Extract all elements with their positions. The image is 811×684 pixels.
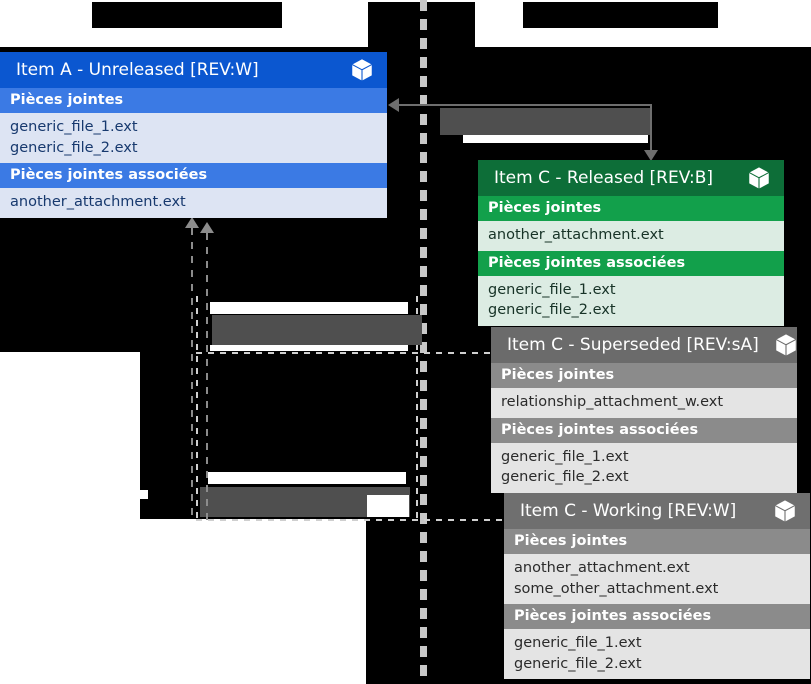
connector-arrowhead-item-c-released	[644, 150, 658, 161]
relation-arrowhead-2	[200, 222, 214, 233]
section-body-related-attachments: generic_file_1.ext generic_file_2.ext	[478, 275, 784, 326]
section-body-attachments: another_attachment.ext some_other_attach…	[504, 554, 810, 605]
section-body-related-attachments: generic_file_1.ext generic_file_2.ext	[504, 629, 810, 680]
card-item-a-unreleased[interactable]: Item A - Unreleased [REV:W] Pièces joint…	[0, 52, 387, 218]
group-boundary-right	[416, 296, 418, 520]
card-title-bar: Item C - Working [REV:W]	[504, 493, 810, 529]
section-header-related-attachments: Pièces jointes associées	[491, 417, 797, 443]
connector-arrowhead-item-a	[388, 98, 399, 112]
swimlane-divider-vertical	[420, 0, 427, 684]
redaction-band-upper	[0, 47, 811, 57]
section-header-attachments: Pièces jointes	[504, 529, 810, 554]
section-body-related-attachments: another_attachment.ext	[0, 188, 387, 218]
redacted-value-source	[440, 108, 652, 135]
relation-arrowhead-1	[185, 217, 199, 228]
background-gap-b	[475, 0, 523, 28]
background-gap-a	[282, 0, 368, 28]
card-title-text: Item A - Unreleased [REV:W]	[16, 60, 259, 80]
background-gap-e	[0, 0, 92, 47]
section-header-related-attachments: Pièces jointes associées	[0, 163, 387, 189]
section-header-attachments: Pièces jointes	[491, 363, 797, 388]
box-3d-icon	[773, 332, 797, 358]
background-gap-c	[718, 0, 811, 47]
background-gap-d	[617, 28, 718, 47]
relation-line-2	[206, 233, 208, 523]
box-3d-icon	[746, 165, 772, 191]
card-item-c-working[interactable]: Item C - Working [REV:W] Pièces jointes …	[504, 493, 810, 680]
group-divider-lower	[196, 519, 716, 521]
value-notch-lower	[367, 495, 409, 517]
section-header-attachments: Pièces jointes	[0, 88, 387, 113]
connector-to-item-c-released	[650, 104, 652, 152]
card-title-bar: Item A - Unreleased [REV:W]	[0, 52, 387, 88]
value-overline-upper	[210, 345, 408, 351]
value-overline-source	[463, 135, 648, 143]
redacted-value-upper	[212, 315, 422, 345]
redaction-block-top-right	[523, 2, 718, 28]
relation-line-1	[191, 228, 193, 518]
box-3d-icon	[772, 498, 798, 524]
value-underline-upper	[210, 302, 408, 314]
background-gap-g	[0, 519, 366, 684]
connector-to-item-a	[398, 104, 652, 106]
card-item-c-released[interactable]: Item C - Released [REV:B] Pièces jointes…	[478, 160, 784, 326]
card-title-bar: Item C - Released [REV:B]	[478, 160, 784, 196]
card-title-text: Item C - Working [REV:W]	[520, 501, 737, 521]
card-title-bar: Item C - Superseded [REV:sA]	[491, 327, 797, 363]
card-title-text: Item C - Superseded [REV:sA]	[507, 335, 759, 355]
section-body-attachments: relationship_attachment_w.ext	[491, 388, 797, 418]
value-underline-lower	[208, 472, 406, 484]
section-body-related-attachments: generic_file_1.ext generic_file_2.ext	[491, 442, 797, 493]
section-header-attachments: Pièces jointes	[478, 196, 784, 221]
group-divider-upper	[196, 352, 716, 354]
box-3d-icon	[349, 57, 375, 83]
background-gap-f	[0, 352, 140, 527]
group-boundary-left	[196, 296, 198, 520]
section-body-attachments: generic_file_1.ext generic_file_2.ext	[0, 113, 387, 164]
card-item-c-superseded[interactable]: Item C - Superseded [REV:sA] Pièces join…	[491, 327, 797, 493]
redaction-block-top-left	[92, 2, 282, 28]
section-body-attachments: another_attachment.ext	[478, 221, 784, 251]
section-header-related-attachments: Pièces jointes associées	[478, 250, 784, 276]
section-header-related-attachments: Pièces jointes associées	[504, 604, 810, 630]
card-title-text: Item C - Released [REV:B]	[494, 168, 713, 188]
value-tick-lower-left	[136, 490, 148, 499]
